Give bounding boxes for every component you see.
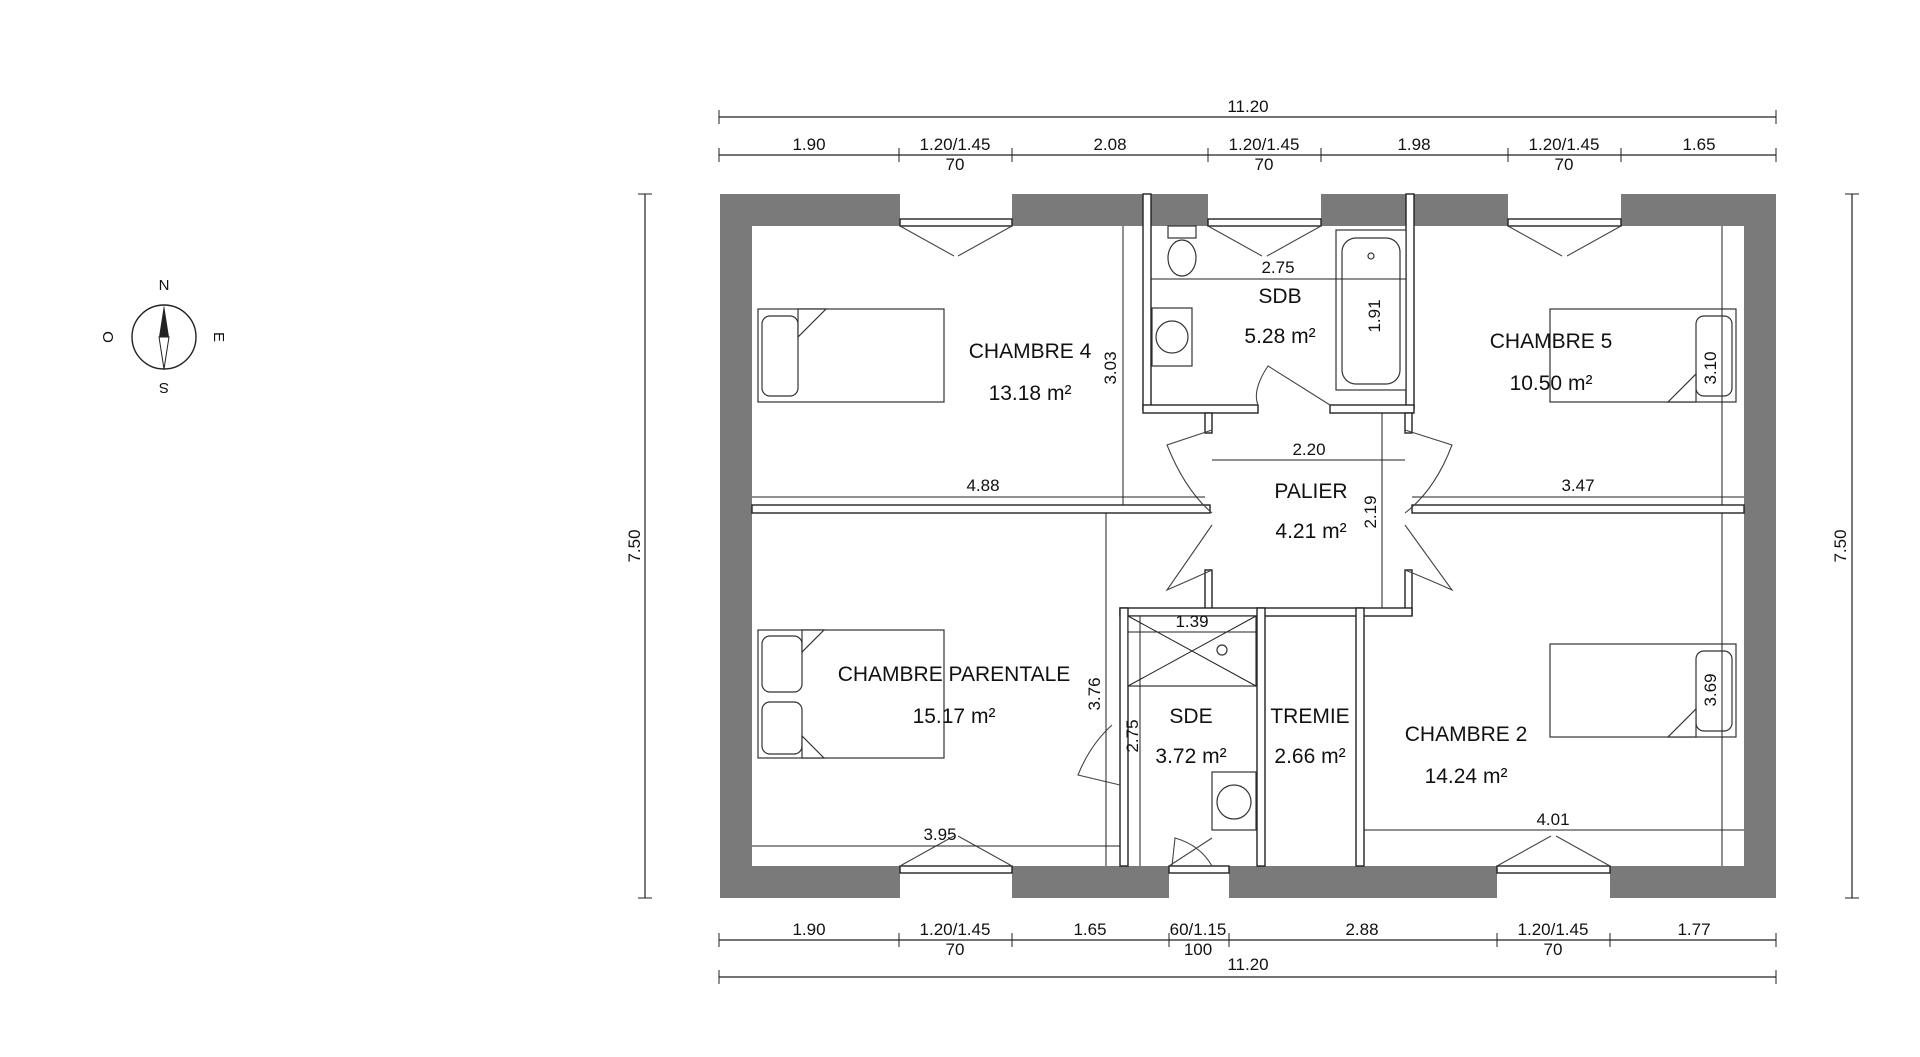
interior-dimensions: 4.88 3.03 2.75 1.91 2.20 2.19 3.47 3.10 … bbox=[752, 226, 1744, 866]
bottom-sub-3: 70 bbox=[1544, 940, 1563, 959]
room-area-sde: 3.72 m² bbox=[1155, 745, 1226, 768]
compass-east: E bbox=[210, 332, 227, 342]
top-sub-1: 70 bbox=[946, 155, 965, 174]
room-area-palier: 4.21 m² bbox=[1275, 520, 1346, 543]
ch4-width-dim: 4.88 bbox=[966, 476, 999, 495]
room-name-sdb: SDB bbox=[1258, 285, 1301, 308]
compass-north-needle bbox=[159, 305, 169, 337]
ch2-height-dim: 3.69 bbox=[1701, 673, 1720, 706]
sink-sdb bbox=[1151, 307, 1193, 367]
compass-south-needle bbox=[158, 336, 170, 370]
room-labels: CHAMBRE 4 13.18 m² SDB 5.28 m² CHAMBRE 5… bbox=[838, 285, 1613, 788]
furniture bbox=[757, 225, 1737, 831]
bottom-dim-6: 1.20/1.45 bbox=[1518, 920, 1589, 939]
room-area-chambre-2: 14.24 m² bbox=[1425, 765, 1508, 788]
room-area-tremie: 2.66 m² bbox=[1274, 745, 1345, 768]
top-dim-4: 1.20/1.45 bbox=[1229, 135, 1300, 154]
top-dim-7: 1.65 bbox=[1682, 135, 1715, 154]
room-area-chambre-parentale: 15.17 m² bbox=[913, 705, 996, 728]
interior-partitions bbox=[751, 193, 1745, 867]
bottom-dim-2: 1.20/1.45 bbox=[920, 920, 991, 939]
sink-sde bbox=[1211, 771, 1257, 831]
ch5-height-dim: 3.10 bbox=[1701, 351, 1720, 384]
sde-width-dim: 1.39 bbox=[1175, 612, 1208, 631]
bathtub-icon bbox=[1335, 229, 1407, 391]
bottom-overall-dim: 11.20 bbox=[1227, 955, 1268, 974]
top-dim-6: 1.20/1.45 bbox=[1529, 135, 1600, 154]
room-area-chambre-4: 13.18 m² bbox=[989, 382, 1072, 405]
compass: N S E O bbox=[100, 277, 227, 396]
palier-width-dim: 2.20 bbox=[1292, 440, 1325, 459]
room-area-chambre-5: 10.50 m² bbox=[1510, 372, 1593, 395]
ch5-width-dim: 3.47 bbox=[1561, 476, 1594, 495]
room-name-tremie: TREMIE bbox=[1270, 705, 1349, 728]
bed-chambre-parentale bbox=[757, 629, 945, 759]
windows bbox=[899, 218, 1622, 874]
palier-height-dim: 2.19 bbox=[1361, 495, 1380, 528]
bottom-dim-3: 1.65 bbox=[1073, 920, 1106, 939]
right-overall-dim: 7.50 bbox=[1831, 529, 1850, 562]
top-dim-5: 1.98 bbox=[1397, 135, 1430, 154]
parent-width-dim: 3.95 bbox=[923, 825, 956, 844]
ch4-height-dim: 3.03 bbox=[1101, 351, 1120, 384]
bed-chambre-2 bbox=[1549, 643, 1737, 738]
sdb-width-dim: 2.75 bbox=[1261, 258, 1294, 277]
compass-west: O bbox=[100, 331, 117, 343]
room-name-chambre-5: CHAMBRE 5 bbox=[1490, 330, 1613, 353]
top-dimensions: 11.20 1.90 1.20/1.45 2.08 1.20/1.45 1.98… bbox=[718, 97, 1777, 174]
room-area-sdb: 5.28 m² bbox=[1244, 325, 1315, 348]
top-overall-dim: 11.20 bbox=[1227, 97, 1268, 116]
bottom-dim-5: 2.88 bbox=[1345, 920, 1378, 939]
top-sub-2: 70 bbox=[1255, 155, 1274, 174]
shower-icon bbox=[1127, 615, 1257, 687]
top-dim-1: 1.90 bbox=[792, 135, 825, 154]
room-name-palier: PALIER bbox=[1274, 480, 1347, 503]
bottom-dim-4: 60/1.15 bbox=[1170, 920, 1227, 939]
room-name-chambre-parentale: CHAMBRE PARENTALE bbox=[838, 663, 1071, 686]
compass-south: S bbox=[159, 379, 169, 396]
bed-chambre-4 bbox=[757, 308, 945, 403]
bottom-dim-7: 1.77 bbox=[1677, 920, 1710, 939]
bed-chambre-5 bbox=[1549, 308, 1737, 403]
room-name-sde: SDE bbox=[1169, 705, 1212, 728]
room-name-chambre-2: CHAMBRE 2 bbox=[1405, 723, 1528, 746]
toilet-icon bbox=[1167, 225, 1197, 277]
bottom-sub-1: 70 bbox=[946, 940, 965, 959]
top-dim-3: 2.08 bbox=[1093, 135, 1126, 154]
doors bbox=[1077, 365, 1454, 867]
parent-height-dim: 3.76 bbox=[1085, 677, 1104, 710]
sde-height-dim: 2.75 bbox=[1123, 719, 1142, 752]
ch2-width-dim: 4.01 bbox=[1536, 810, 1569, 829]
sdb-height-dim: 1.91 bbox=[1365, 299, 1384, 332]
side-dimensions: 7.50 7.50 bbox=[625, 193, 1859, 899]
bottom-sub-2: 100 bbox=[1184, 940, 1212, 959]
top-dim-2: 1.20/1.45 bbox=[920, 135, 991, 154]
compass-north: N bbox=[159, 277, 170, 294]
bottom-dimensions: 1.90 1.20/1.45 1.65 60/1.15 2.88 1.20/1.… bbox=[718, 920, 1777, 984]
top-sub-3: 70 bbox=[1555, 155, 1574, 174]
bottom-dim-1: 1.90 bbox=[792, 920, 825, 939]
left-overall-dim: 7.50 bbox=[625, 529, 644, 562]
room-name-chambre-4: CHAMBRE 4 bbox=[969, 340, 1092, 363]
